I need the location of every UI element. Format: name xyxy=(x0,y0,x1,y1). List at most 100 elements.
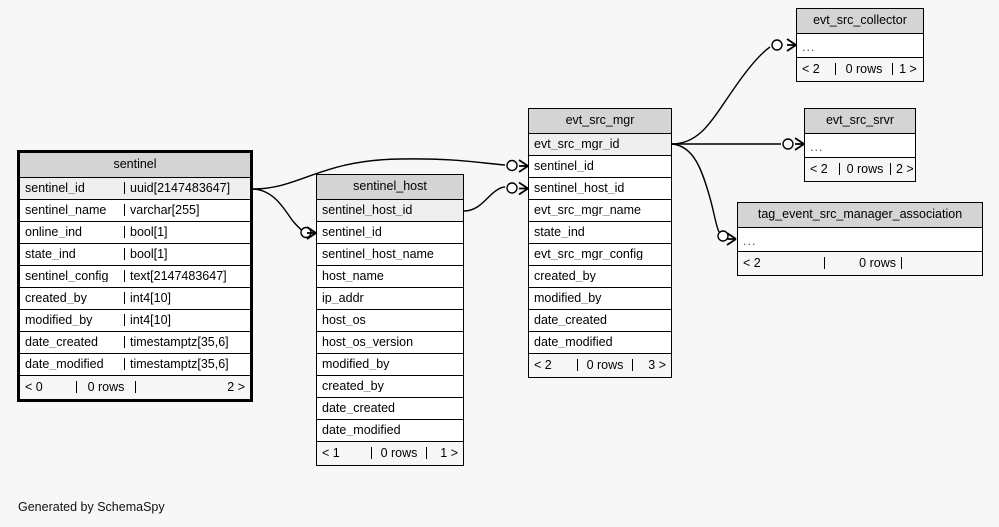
table-row[interactable]: ... xyxy=(797,33,923,58)
column-name: evt_src_mgr_config xyxy=(534,247,644,261)
footer-parent-count[interactable]: < 0 xyxy=(25,380,43,394)
column-type: int4[10] xyxy=(124,314,250,327)
entity-footer-sentinel: < 0 0 rows 2 > xyxy=(20,375,250,399)
column-name: modified_by xyxy=(534,291,602,305)
entity-sentinel[interactable]: sentinel sentinel_id uuid[2147483647] se… xyxy=(17,150,253,402)
table-row[interactable]: evt_src_mgr_id xyxy=(529,133,671,156)
entity-columns-evt-src-collector: ... xyxy=(797,33,923,58)
footer-child-count[interactable]: 1 > xyxy=(899,62,917,76)
collapsed-columns-ellipsis: ... xyxy=(802,39,816,54)
column-name: host_os xyxy=(322,313,366,327)
column-type: varchar[255] xyxy=(124,204,250,217)
table-row[interactable]: date_created xyxy=(529,309,671,332)
table-row[interactable]: created_by xyxy=(529,265,671,288)
column-name: evt_src_mgr_id xyxy=(534,137,620,151)
table-row[interactable]: date_modified timestamptz[35,6] xyxy=(20,353,250,376)
footer-parent-count[interactable]: < 2 xyxy=(810,162,828,176)
entity-title-evt-src-srvr: evt_src_srvr xyxy=(805,109,915,134)
column-type: text[2147483647] xyxy=(124,270,250,283)
table-row[interactable]: host_name xyxy=(317,265,463,288)
column-type: int4[10] xyxy=(124,292,250,305)
footer-parent-count[interactable]: < 1 xyxy=(322,446,340,460)
collapsed-columns-ellipsis: ... xyxy=(810,139,824,154)
column-type: bool[1] xyxy=(124,248,250,261)
column-type: bool[1] xyxy=(124,226,250,239)
footer-parent-count[interactable]: < 2 xyxy=(534,358,552,372)
column-name: sentinel_host_id xyxy=(322,203,413,217)
footer-parent-count[interactable]: < 2 xyxy=(743,256,761,270)
entity-footer-evt-src-srvr: < 2 0 rows 2 > xyxy=(805,157,915,181)
edge-evt-src-mgr-to-evt-src-srvr xyxy=(672,137,805,151)
table-row[interactable]: evt_src_mgr_name xyxy=(529,199,671,222)
table-row[interactable]: sentinel_config text[2147483647] xyxy=(20,265,250,288)
table-row[interactable]: state_ind bool[1] xyxy=(20,243,250,266)
column-name: date_modified xyxy=(25,357,104,371)
table-row[interactable]: created_by int4[10] xyxy=(20,287,250,310)
footer-row-count: 0 rows xyxy=(824,256,902,270)
footer-row-count: 0 rows xyxy=(371,446,427,460)
column-name: sentinel_name xyxy=(25,203,107,217)
table-row[interactable]: sentinel_id xyxy=(317,221,463,244)
entity-footer-evt-src-collector: < 2 0 rows 1 > xyxy=(797,57,923,81)
entity-title-sentinel: sentinel xyxy=(20,153,250,178)
column-name: date_created xyxy=(25,335,98,349)
table-row[interactable]: date_created xyxy=(317,397,463,420)
table-row[interactable]: created_by xyxy=(317,375,463,398)
table-row[interactable]: ... xyxy=(805,133,915,158)
table-row[interactable]: date_modified xyxy=(529,331,671,354)
edge-evt-src-mgr-to-tag-assoc xyxy=(671,143,737,246)
column-name: state_ind xyxy=(25,247,76,261)
column-name: created_by xyxy=(534,269,596,283)
table-row[interactable]: modified_by int4[10] xyxy=(20,309,250,332)
table-row[interactable]: evt_src_mgr_config xyxy=(529,243,671,266)
footer-child-count[interactable]: 2 > xyxy=(227,380,245,394)
table-row[interactable]: host_os_version xyxy=(317,331,463,354)
footer-parent-count[interactable]: < 2 xyxy=(802,62,820,76)
column-name: online_ind xyxy=(25,225,82,239)
footer-row-count: 0 rows xyxy=(76,380,136,394)
table-row[interactable]: sentinel_host_id xyxy=(529,177,671,200)
column-name: date_modified xyxy=(534,335,613,349)
column-name: sentinel_host_name xyxy=(322,247,434,261)
entity-footer-tag-assoc: < 2 0 rows xyxy=(738,251,982,275)
column-type: timestamptz[35,6] xyxy=(124,336,250,349)
column-name: state_ind xyxy=(534,225,585,239)
table-row[interactable]: ... xyxy=(738,227,982,252)
table-row[interactable]: host_os xyxy=(317,309,463,332)
footer-child-count[interactable]: 3 > xyxy=(648,358,666,372)
generated-by-credit: Generated by SchemaSpy xyxy=(18,500,165,514)
table-row[interactable]: sentinel_id uuid[2147483647] xyxy=(20,177,250,200)
entity-columns-evt-src-srvr: ... xyxy=(805,133,915,158)
column-name: modified_by xyxy=(25,313,93,327)
table-row[interactable]: sentinel_host_name xyxy=(317,243,463,266)
table-row[interactable]: date_created timestamptz[35,6] xyxy=(20,331,250,354)
footer-child-count[interactable]: 1 > xyxy=(440,446,458,460)
entity-evt-src-mgr[interactable]: evt_src_mgr evt_src_mgr_id sentinel_id s… xyxy=(528,108,672,378)
table-row[interactable]: modified_by xyxy=(317,353,463,376)
column-name: modified_by xyxy=(322,357,390,371)
column-name: date_modified xyxy=(322,423,401,437)
entity-evt-src-srvr[interactable]: evt_src_srvr ... < 2 0 rows 2 > xyxy=(804,108,916,182)
collapsed-columns-ellipsis: ... xyxy=(743,233,757,248)
table-row[interactable]: sentinel_name varchar[255] xyxy=(20,199,250,222)
table-row[interactable]: date_modified xyxy=(317,419,463,442)
table-row[interactable]: sentinel_id xyxy=(529,155,671,178)
column-type: timestamptz[35,6] xyxy=(124,358,250,371)
edge-sentinel-to-sentinel-host xyxy=(252,188,317,240)
footer-child-count[interactable]: 2 > xyxy=(896,162,914,176)
table-row[interactable]: state_ind xyxy=(529,221,671,244)
column-name: sentinel_config xyxy=(25,269,109,283)
table-row[interactable]: ip_addr xyxy=(317,287,463,310)
column-name: sentinel_id xyxy=(25,181,85,195)
footer-row-count: 0 rows xyxy=(577,358,633,372)
entity-footer-sentinel-host: < 1 0 rows 1 > xyxy=(317,441,463,465)
table-row[interactable]: modified_by xyxy=(529,287,671,310)
entity-sentinel-host[interactable]: sentinel_host sentinel_host_id sentinel_… xyxy=(316,174,464,466)
entity-columns-evt-src-mgr: evt_src_mgr_id sentinel_id sentinel_host… xyxy=(529,133,671,354)
entity-tag-event-src-manager-association[interactable]: tag_event_src_manager_association ... < … xyxy=(737,202,983,276)
table-row[interactable]: online_ind bool[1] xyxy=(20,221,250,244)
table-row[interactable]: sentinel_host_id xyxy=(317,199,463,222)
column-type: uuid[2147483647] xyxy=(124,182,250,195)
column-name: host_os_version xyxy=(322,335,414,349)
entity-evt-src-collector[interactable]: evt_src_collector ... < 2 0 rows 1 > xyxy=(796,8,924,82)
